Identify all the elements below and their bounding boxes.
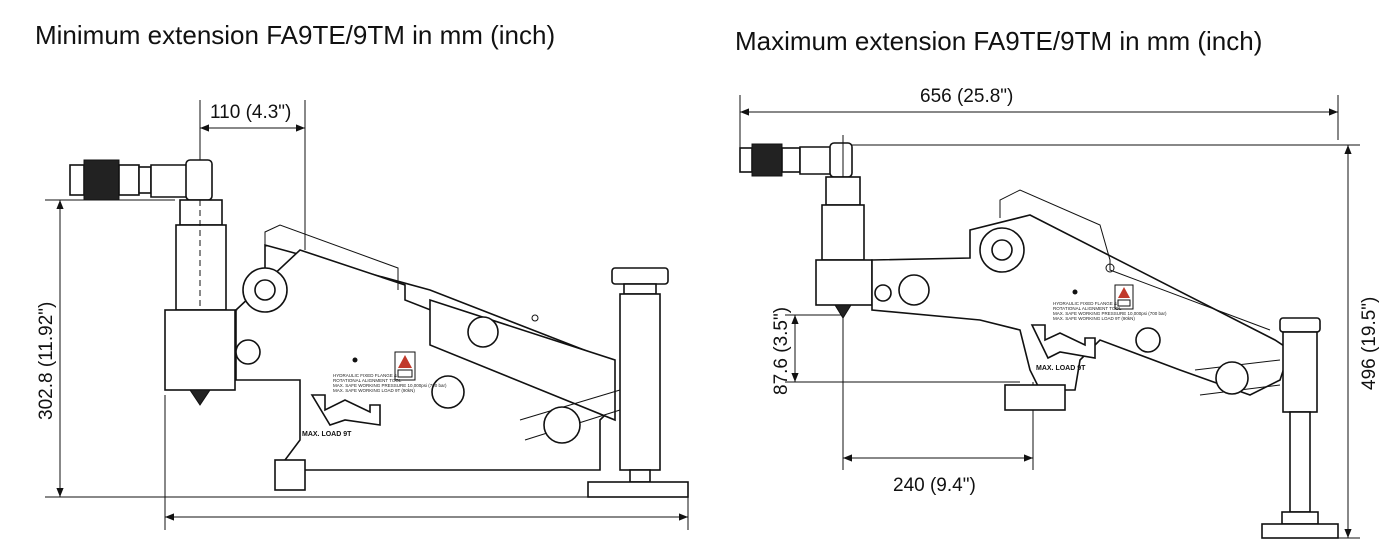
label-text: ROTATIONAL ALIGNMENT TOOL bbox=[333, 378, 402, 383]
max-load-label: MAX. LOAD 9T bbox=[1036, 365, 1086, 372]
manual-book-icon bbox=[397, 369, 413, 378]
head-block bbox=[815, 259, 873, 306]
warning-triangle-icon bbox=[1118, 287, 1130, 298]
left-view-title: Minimum extension FA9TE/9TM in mm (inch) bbox=[35, 20, 556, 50]
pipe-clamp bbox=[1215, 361, 1249, 395]
foot-base bbox=[1261, 523, 1339, 539]
foot-base bbox=[587, 481, 689, 498]
dimension-label-110: 110 (4.3") bbox=[210, 102, 291, 123]
base-block bbox=[1004, 384, 1066, 411]
dimension-label-496: 496 (19.5") bbox=[1359, 297, 1380, 390]
dimension-label-302: 302.8 (11.92") bbox=[36, 302, 57, 420]
hose-coupler bbox=[69, 159, 213, 201]
max-load-pictogram bbox=[1030, 324, 1096, 360]
dimension-label-240: 240 (9.4") bbox=[893, 475, 976, 496]
cylinder bbox=[175, 224, 227, 311]
max-load-label: MAX. LOAD 9T bbox=[302, 431, 352, 438]
foot-column bbox=[1282, 331, 1318, 413]
warning-plate bbox=[394, 351, 416, 381]
label-text: ROTATIONAL ALIGNMENT TOOL bbox=[1053, 306, 1122, 311]
foot-column bbox=[619, 293, 661, 471]
manual-book-icon bbox=[1117, 299, 1131, 307]
foot-screw-cap bbox=[611, 267, 669, 285]
right-tool-drawing: 656 (25.8") 496 (19.5") 87.6 (3.5") 240 … bbox=[739, 86, 1380, 539]
right-view-title: Maximum extension FA9TE/9TM in mm (inch) bbox=[735, 26, 1263, 56]
label-text: MAX. SAFE WORKING LOAD 9T (90kN) bbox=[1053, 316, 1135, 321]
head-block bbox=[164, 309, 236, 391]
dimension-label-656: 656 (25.8") bbox=[920, 86, 1013, 107]
main-body bbox=[871, 214, 1291, 396]
label-text: MAX. SAFE WORKING PRESSURE 10,000psi (70… bbox=[333, 383, 447, 388]
warning-triangle-icon bbox=[398, 355, 412, 368]
label-text: MAX. SAFE WORKING LOAD 9T (90kN) bbox=[333, 388, 415, 393]
label-text: HYDRAULIC FIXED FLANGE & bbox=[1053, 301, 1117, 306]
dimension-label-87: 87.6 (3.5") bbox=[771, 307, 792, 395]
label-text: HYDRAULIC FIXED FLANGE & bbox=[333, 373, 397, 378]
cylinder bbox=[821, 204, 865, 261]
hose-coupler bbox=[739, 142, 853, 178]
left-tool-drawing: 110 (4.3") 302.8 (11.92") bbox=[36, 100, 689, 530]
label-text: MAX. SAFE WORKING PRESSURE 10,000psi (70… bbox=[1053, 311, 1167, 316]
max-load-pictogram bbox=[310, 394, 381, 426]
warning-plate bbox=[1114, 284, 1134, 310]
pipe-clamp bbox=[543, 406, 581, 444]
column-cap bbox=[179, 199, 223, 226]
foot-screw-cap bbox=[1279, 317, 1321, 333]
